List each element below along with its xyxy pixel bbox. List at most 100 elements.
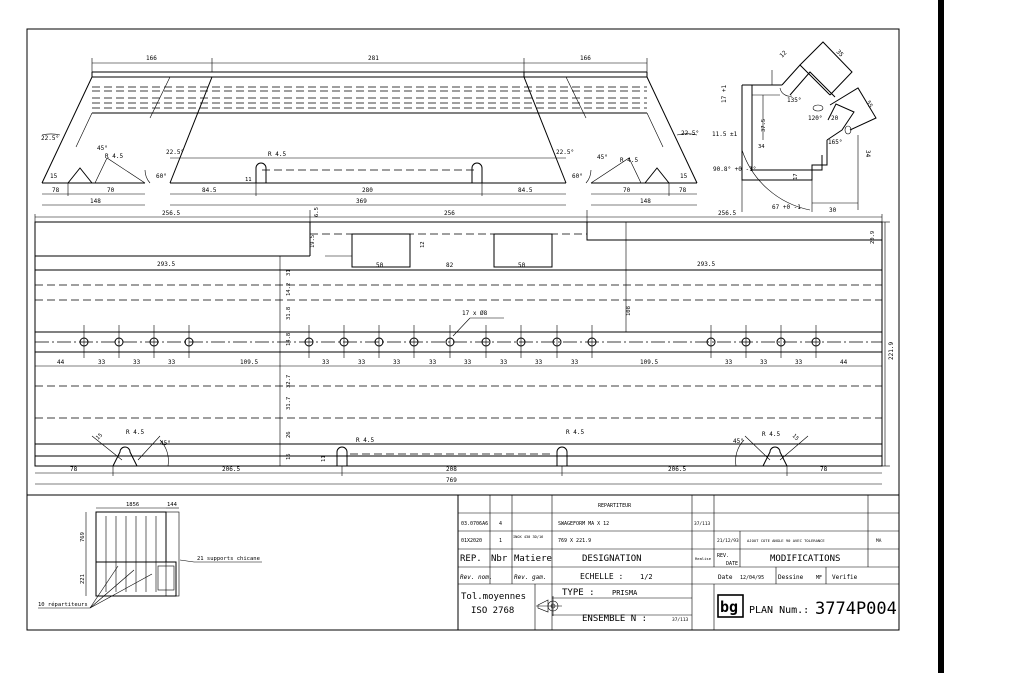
main-dim-206-5-right: 206.5 <box>668 466 686 473</box>
main-dim-31: 31 <box>286 269 292 276</box>
main-dim-11: 11 <box>321 455 327 462</box>
dim-78-right: 78 <box>679 187 687 194</box>
tb-dessine-val: MF <box>816 575 822 581</box>
main-radius-left: R 4.5 <box>126 429 144 436</box>
right-edge-bar <box>938 0 944 673</box>
assembly-dim-144: 144 <box>167 502 178 508</box>
section-angle-135: 135° <box>787 97 801 104</box>
tb-header-modifications: MODIFICATIONS <box>770 554 840 564</box>
main-dim-50-left: 50 <box>376 262 384 269</box>
main-dim-15-left: 15 <box>95 432 104 441</box>
main-angle-45-left: 45° <box>160 440 171 447</box>
section-dim-20: 20 <box>831 115 839 122</box>
holes-callout: 17 x Ø8 <box>462 310 488 317</box>
dim-166-left: 166 <box>146 55 157 62</box>
dim-70-right: 70 <box>623 187 631 194</box>
main-dim-293-5-left: 293.5 <box>157 261 175 268</box>
tb-type-label: TYPE : <box>562 588 595 598</box>
angle-22-5-right-outer: 22.5° <box>681 130 699 137</box>
dim-166-right: 166 <box>580 55 591 62</box>
main-dim-206-5-left: 206.5 <box>222 466 240 473</box>
tb-header-realise: Realise <box>695 556 712 561</box>
tb-designation-row1: REPARTITEUR <box>598 503 632 509</box>
main-dim-15-right: 15 <box>791 433 800 442</box>
tb-tol-line2: ISO 2768 <box>471 606 514 616</box>
main-dim-14-8: 14.8 <box>286 333 292 346</box>
section-dim-17-bottom: 17 <box>793 173 799 180</box>
radius-left: R 4.5 <box>105 153 123 160</box>
section-dim-67: 67 +0 -1 <box>772 204 801 211</box>
hole-dim: 33 <box>500 359 508 366</box>
hole-spacing-dims: 44 33 33 33 109.5 33 33 33 33 33 33 33 3… <box>57 359 848 366</box>
section-angle-120: 120° <box>808 115 822 122</box>
hole-dim: 33 <box>464 359 472 366</box>
company-logo: bg <box>717 594 744 618</box>
tb-qty-row3: 1 <box>499 538 502 544</box>
hole-dim: 33 <box>133 359 141 366</box>
tb-echelle-label: ECHELLE : <box>580 572 623 581</box>
angle-22-5-left-outer: 22.5° <box>41 135 59 142</box>
main-dim-256-5-left: 256.5 <box>162 210 180 217</box>
hole-dim: 44 <box>840 359 848 366</box>
tb-header-designation: DESIGNATION <box>582 554 642 564</box>
main-dim-32-7: 32.7 <box>286 375 292 388</box>
hole-dim: 33 <box>168 359 176 366</box>
tb-designation-row2: SWAGEFORM MA X 12 <box>558 521 609 527</box>
hole-dim: 33 <box>760 359 768 366</box>
hole-dim-109-5-right: 109.5 <box>640 359 658 366</box>
holes <box>79 325 821 358</box>
tb-date-row3: 21/12/93 <box>717 538 739 544</box>
tb-initials-row3: MA <box>876 538 882 544</box>
main-dim-256: 256 <box>444 210 455 217</box>
main-dim-31-7: 31.7 <box>286 397 292 410</box>
dim-148-left: 148 <box>90 198 101 205</box>
main-view: 256.5 256 256.5 6.5 <box>34 207 895 485</box>
assembly-view: 1856 144 769 221 21 supports chicane 10 … <box>38 502 262 609</box>
main-dim-20-9: 20.9 <box>870 231 876 244</box>
hole-dim: 33 <box>571 359 579 366</box>
assembly-dim-1856: 1856 <box>126 502 139 508</box>
section-dim-35: 35 <box>835 48 845 58</box>
dim-70-left: 70 <box>107 187 115 194</box>
section-view: 12 35 55 20 34 11.5 ±1 34 37.5 17 +1 135… <box>712 41 877 214</box>
assembly-dim-221: 221 <box>80 574 86 584</box>
main-dim-221-9: 221.9 <box>888 342 895 360</box>
tb-header-rep: REP. <box>460 554 482 564</box>
hole-dim: 33 <box>322 359 330 366</box>
hole-dim: 33 <box>98 359 106 366</box>
hole-dim: 33 <box>358 359 366 366</box>
dim-280: 280 <box>362 187 373 194</box>
main-radius-right: R 4.5 <box>762 431 780 438</box>
dim-78-left: 78 <box>52 187 60 194</box>
main-dim-293-5-right: 293.5 <box>697 261 715 268</box>
radius-right: R 4.5 <box>620 157 638 164</box>
main-dim-108: 108 <box>626 306 632 316</box>
tb-ref-row2: 03.0706A6 <box>461 521 488 527</box>
dim-84-5-right: 84.5 <box>518 187 533 194</box>
main-radius-mid: R 4.5 <box>356 437 374 444</box>
main-dim-769: 769 <box>446 477 457 484</box>
hole-dim: 33 <box>795 359 803 366</box>
main-dim-15: 15 <box>286 453 292 460</box>
main-dim-12: 12 <box>420 241 426 248</box>
section-angle-165: 165° <box>828 139 842 146</box>
logo-text: bg <box>720 598 738 616</box>
tb-type: PRISMA <box>612 589 638 597</box>
dim-281: 281 <box>368 55 379 62</box>
angle-60-left: 60° <box>156 173 167 180</box>
section-dim-30: 30 <box>829 207 837 214</box>
main-dim-82: 82 <box>446 262 454 269</box>
angle-45-left: 45° <box>97 145 108 152</box>
main-dim-14-2: 14.2 <box>286 283 292 296</box>
tb-dessine: Dessine <box>778 574 804 581</box>
section-dim-17-top: 17 +1 <box>721 85 728 103</box>
angle-60-right: 60° <box>572 173 583 180</box>
tb-header-rev: REV. <box>717 553 729 559</box>
assembly-supports-label: 21 supports chicane <box>197 556 260 562</box>
tb-modification-row3: AJOUT COTE ANGLE 90 AVEC TOLERANCE <box>747 538 825 543</box>
main-dim-208: 208 <box>446 466 457 473</box>
main-dim-31-8: 31.8 <box>286 307 292 320</box>
tb-ensemble-label: ENSEMBLE N : <box>582 614 647 624</box>
tb-plan-number: 3774P004 <box>815 599 897 619</box>
hole-dim-109-5-left: 109.5 <box>240 359 258 366</box>
